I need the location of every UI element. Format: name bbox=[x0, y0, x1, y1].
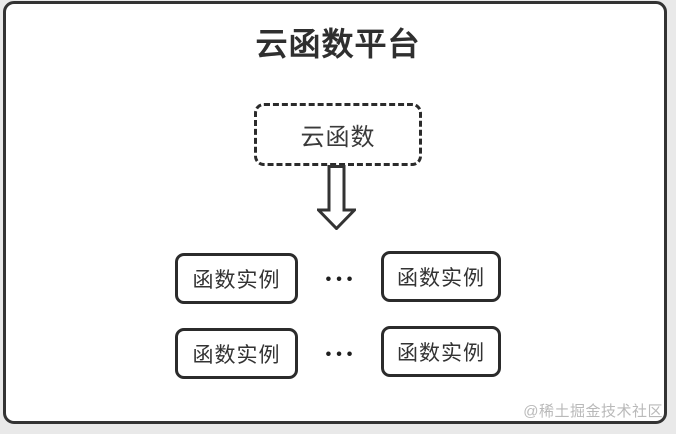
cloud-function-node-label: 云函数 bbox=[300, 124, 376, 151]
function-instance-node: 函数实例 bbox=[175, 328, 298, 379]
function-instance-label: 函数实例 bbox=[397, 341, 485, 365]
ellipsis-row-1: ••• bbox=[325, 271, 358, 288]
function-instance-node: 函数实例 bbox=[381, 251, 501, 302]
down-arrow-icon bbox=[317, 165, 356, 230]
function-instance-node: 函数实例 bbox=[175, 253, 298, 304]
function-instance-label: 函数实例 bbox=[192, 343, 281, 367]
watermark: @稀土掘金技术社区 bbox=[523, 403, 663, 420]
ellipsis-row-2: ••• bbox=[325, 346, 358, 363]
cloud-function-node: 云函数 bbox=[254, 103, 422, 166]
function-instance-label: 函数实例 bbox=[397, 266, 485, 290]
function-instance-node: 函数实例 bbox=[381, 326, 501, 377]
diagram-title: 云函数平台 bbox=[255, 26, 421, 62]
function-instance-label: 函数实例 bbox=[192, 268, 281, 292]
